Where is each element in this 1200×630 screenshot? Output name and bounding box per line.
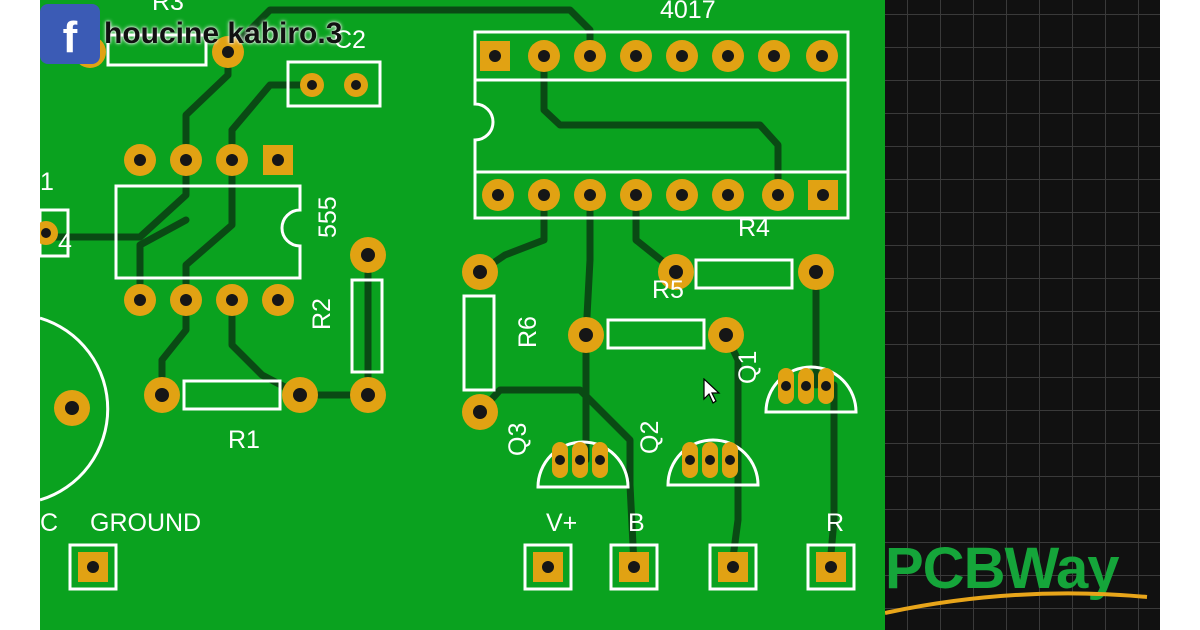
label-cut-c: C bbox=[40, 509, 58, 537]
label-r2: R2 bbox=[308, 298, 336, 330]
label-r4: R4 bbox=[738, 214, 770, 242]
label-555: 555 bbox=[314, 196, 342, 238]
label-ground: GROUND bbox=[90, 509, 201, 537]
label-q2: Q2 bbox=[636, 421, 664, 454]
label-b: B bbox=[628, 509, 645, 537]
left-letterbox bbox=[0, 0, 40, 630]
right-letterbox bbox=[1160, 0, 1200, 630]
label-cut-4: 4 bbox=[58, 229, 72, 257]
pads bbox=[40, 36, 846, 582]
label-cut-1: 1 bbox=[40, 168, 54, 196]
mouse-cursor-icon bbox=[703, 378, 721, 404]
facebook-icon: f bbox=[40, 4, 100, 64]
label-4017: 4017 bbox=[660, 0, 716, 24]
label-r1: R1 bbox=[228, 426, 260, 454]
label-vplus: V+ bbox=[546, 509, 577, 537]
label-q1: Q1 bbox=[734, 351, 762, 384]
pcbway-logo: PCBWay bbox=[885, 535, 1155, 615]
label-c2: C2 bbox=[334, 26, 366, 54]
label-q3: Q3 bbox=[504, 423, 532, 456]
label-r: R bbox=[826, 509, 844, 537]
logo-swoosh-icon bbox=[885, 591, 1148, 615]
logo-text: PCBWay bbox=[885, 536, 1120, 601]
label-r5: R5 bbox=[652, 276, 684, 304]
silkscreen bbox=[40, 30, 858, 591]
author-name: houcine kabiro.3 bbox=[104, 17, 343, 50]
label-r6: R6 bbox=[514, 316, 542, 348]
silkscreen-labels: R3 C2 4017 R4 R5 R1 1 4 C GROUND V+ B R … bbox=[40, 0, 844, 537]
label-r3: R3 bbox=[152, 0, 184, 16]
editor-grid-workspace bbox=[885, 0, 1160, 630]
author-watermark: f houcine kabiro.3 bbox=[40, 4, 342, 64]
